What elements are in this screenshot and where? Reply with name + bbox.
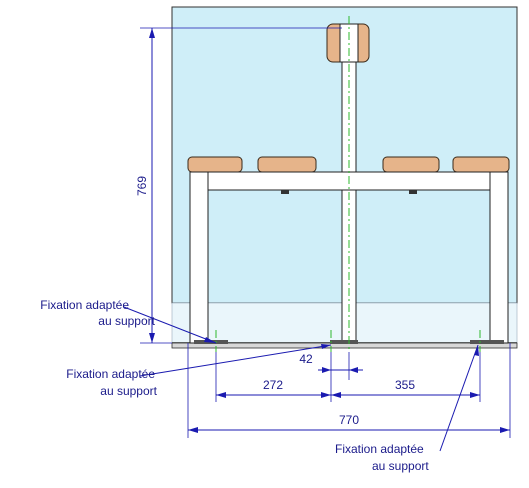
arrow-355-right — [470, 392, 480, 398]
leg-right — [489, 171, 509, 344]
arrow-272-left — [216, 392, 226, 398]
base-plate-right — [470, 340, 504, 344]
arrow-42-right — [349, 367, 358, 373]
dim-272-label: 272 — [263, 378, 283, 392]
arrow-height-top — [149, 28, 155, 38]
leader-left-top — [123, 306, 217, 344]
dim-355-label: 355 — [395, 378, 415, 392]
dim-height-label: 769 — [135, 176, 149, 196]
seat-1 — [187, 156, 243, 173]
seat-3 — [382, 156, 440, 173]
bolt-2 — [409, 190, 417, 194]
leader-left-bottom-arrow — [321, 344, 331, 349]
arrow-355-left — [331, 392, 341, 398]
callout-left-bottom-line2: au support — [100, 384, 157, 398]
seat-4 — [452, 156, 510, 173]
dim-770-label: 770 — [339, 413, 359, 427]
arrow-770-left — [188, 427, 198, 433]
callout-left-top-line2: au support — [98, 314, 155, 328]
leader-right-bottom — [439, 344, 479, 452]
arrow-42-left — [322, 367, 331, 373]
base-plate-center — [330, 340, 358, 344]
dim-42-label: 42 — [299, 352, 313, 366]
leader-right-bottom-arrow — [474, 345, 479, 356]
arrow-770-right — [500, 427, 510, 433]
arrow-height-bottom — [149, 333, 155, 343]
leader-left-top-arrow — [204, 337, 216, 343]
callout-right-bottom-line2: au support — [372, 459, 429, 473]
leg-left — [189, 171, 209, 344]
callout-left-bottom-line1: Fixation adaptée — [66, 367, 155, 381]
bolt-1 — [281, 190, 289, 194]
arrow-272-right — [321, 392, 331, 398]
callout-right-bottom-line1: Fixation adaptée — [335, 442, 424, 456]
leader-left-bottom — [139, 344, 332, 377]
callout-left-top-line1: Fixation adaptée — [40, 298, 129, 312]
seat-2 — [257, 156, 317, 173]
